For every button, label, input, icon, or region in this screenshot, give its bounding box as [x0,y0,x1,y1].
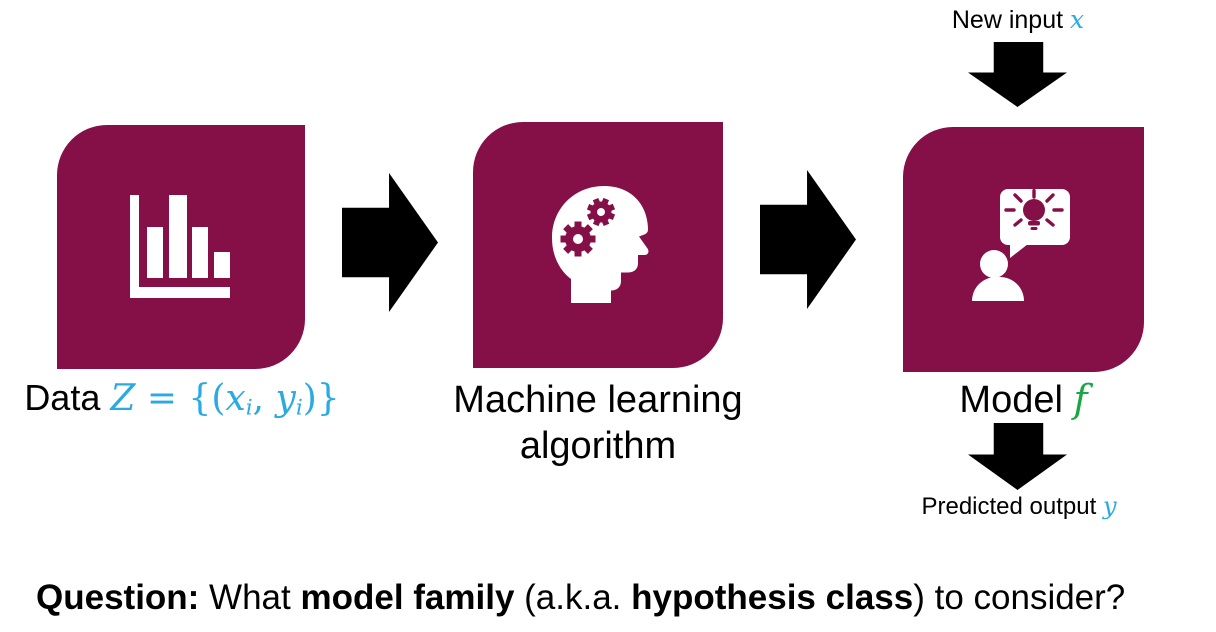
chart-bar [214,252,230,278]
math-equals: = {( [135,378,226,419]
model-label-text: Model [959,379,1074,421]
math-z: Z [110,378,136,419]
math-subscript-i: i [295,395,303,421]
down-arrow-icon [968,423,1067,490]
down-arrow-icon [968,42,1067,107]
question-bold-hypothesis-class: hypothesis class [631,578,914,617]
algorithm-label-line2: algorithm [519,425,677,467]
math-y: y [1102,492,1117,520]
question-segment: ) to consider? [913,578,1126,617]
chart-bar [192,227,208,278]
speech-bubble [1000,188,1070,245]
chart-y-axis [130,195,139,290]
gear-icon [560,197,616,257]
chart-bar [147,227,163,278]
new-input-text: New input [951,6,1070,34]
question-lead: Question: [36,578,200,617]
new-input-label: New input x [918,5,1118,35]
question-bold-model-family: model family [300,578,515,617]
person-icon [972,277,1024,301]
question-segment: What [199,578,301,617]
math-x: x [225,378,246,419]
math-f: f [1073,377,1088,421]
speech-bubble-tail [1010,244,1028,258]
math-y: y [275,378,296,419]
math-comma: , [252,378,276,419]
lightbulb-icon [1004,188,1064,230]
data-block-label: Data Z = {(xi, yi)} [12,377,352,420]
question-segment: (a.k.a. [514,578,632,617]
chart-bar [169,195,187,278]
model-block-label: Model f [920,377,1127,422]
right-arrow-icon [342,173,438,312]
math-close-brace: )} [302,378,340,419]
right-arrow-icon [760,170,856,309]
predicted-output-label: Predicted output y [908,492,1130,521]
algorithm-label-line1: Machine learning [453,379,743,421]
math-subscript-i: i [245,395,253,421]
data-block [57,125,305,369]
question-text: Question: What model family (a.k.a. hypo… [36,578,1216,618]
person-icon [980,250,1008,278]
head-gears-icon [552,186,649,303]
model-block [903,127,1144,372]
data-label-text: Data [24,377,111,418]
math-x: x [1070,5,1085,34]
predicted-output-text: Predicted output [921,493,1103,520]
algorithm-block [473,122,723,368]
bar-chart-icon [130,195,230,299]
chart-x-axis [130,287,230,298]
